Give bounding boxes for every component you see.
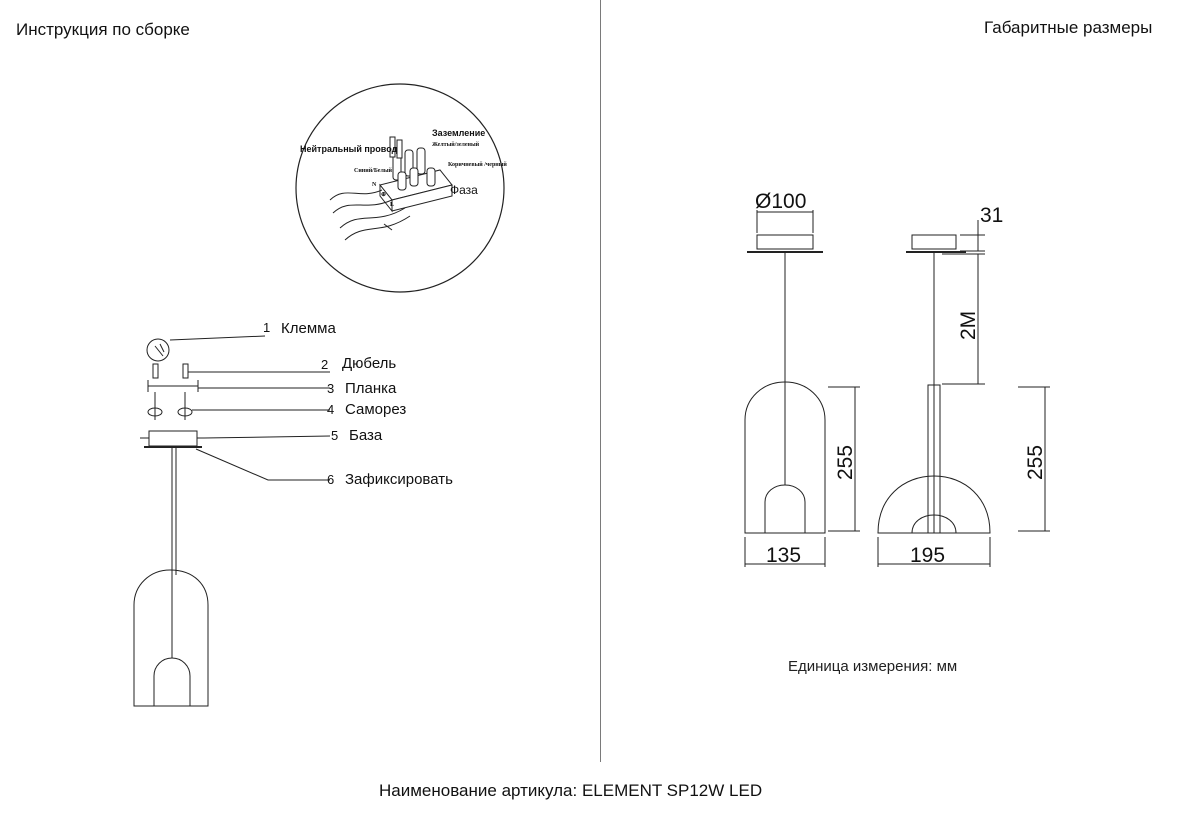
letter-n: N <box>372 182 377 188</box>
terminal-part <box>146 338 170 362</box>
dim-front-height: 255 <box>834 445 857 480</box>
step-1-label: Клемма <box>281 320 336 337</box>
step-5-num: 5 <box>331 428 338 443</box>
wiring-detail: Нейтральный провод Синий/Белый Заземлени… <box>295 83 507 293</box>
neutral-color-label: Синий/Белый <box>354 167 393 174</box>
screw-left <box>147 407 163 417</box>
step-4-label: Саморез <box>345 401 406 418</box>
dim-canopy-height: 31 <box>980 204 1003 227</box>
dimensions-title: Габаритные размеры <box>984 18 1153 37</box>
terminal-block <box>379 136 453 213</box>
front-inner <box>764 484 806 533</box>
leader-1 <box>169 335 266 341</box>
letter-l: L <box>390 202 394 208</box>
phase-label: Фаза <box>450 183 478 197</box>
assembly-title: Инструкция по сборке <box>16 20 190 39</box>
dim-side-width: 195 <box>910 544 945 567</box>
article-name: Наименование артикула: ELEMENT SP12W LED <box>379 781 763 800</box>
ground-color-label: Желтый/зеленый <box>432 141 480 148</box>
dowel-right <box>182 363 189 379</box>
front-view <box>744 210 860 567</box>
center-divider <box>600 0 601 762</box>
side-view <box>877 220 1050 567</box>
step-labels: 1 Клемма 2 Дюбель 3 Планка 4 Саморез 5 Б… <box>263 320 453 488</box>
unit-note: Единица измерения: мм <box>788 658 958 675</box>
leader-5 <box>203 435 331 439</box>
lamp-inner <box>153 657 191 706</box>
screw-right <box>177 407 193 417</box>
side-canopy <box>911 234 957 250</box>
dim-cable-length: 2M <box>957 311 980 340</box>
neutral-label: Нейтральный провод <box>300 144 398 154</box>
wires <box>329 189 411 241</box>
step-4-num: 4 <box>327 402 334 417</box>
step-5-label: База <box>349 427 383 444</box>
letter-ground: ⊕ <box>381 192 386 198</box>
step-6-num: 6 <box>327 472 334 487</box>
assembly-diagram <box>133 335 331 707</box>
base-part <box>148 430 198 447</box>
lamp-shade <box>133 569 209 707</box>
dim-side-height: 255 <box>1024 445 1047 480</box>
step-6-label: Зафиксировать <box>345 471 453 488</box>
step-2-label: Дюбель <box>342 355 396 372</box>
dim-front-width: 135 <box>766 544 801 567</box>
dowel-left <box>152 363 159 379</box>
step-3-num: 3 <box>327 381 334 396</box>
step-1-num: 1 <box>263 320 270 335</box>
front-canopy <box>756 234 814 250</box>
step-2-num: 2 <box>321 357 328 372</box>
step-3-label: Планка <box>345 380 397 397</box>
phase-color-label: Коричневый /черный <box>448 161 507 168</box>
front-shade <box>744 381 826 534</box>
dim-canopy-diameter: Ø100 <box>755 190 806 213</box>
leader-6 <box>195 448 330 481</box>
plate <box>147 380 199 392</box>
ground-label: Заземление <box>432 128 485 138</box>
